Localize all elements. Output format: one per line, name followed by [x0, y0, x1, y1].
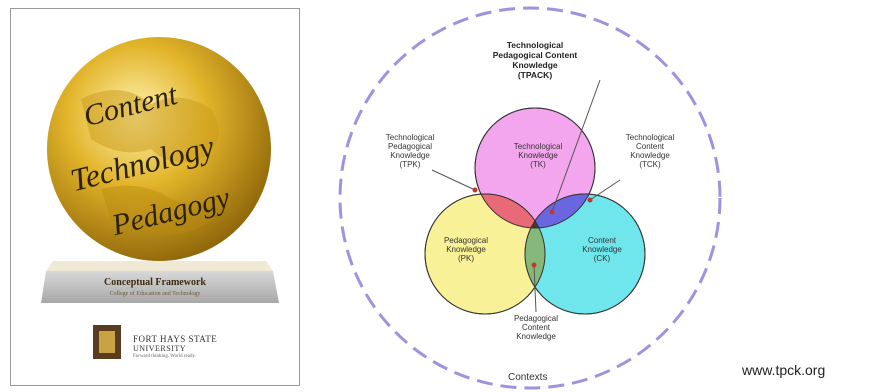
- cover-subtitle: College of Education and Technology: [109, 291, 201, 297]
- tpk-label: Technological Pedagogical Knowledge (TPK…: [370, 133, 450, 169]
- tpk-pointer-line: [431, 169, 476, 191]
- tpk-label-line4: (TPK): [399, 160, 421, 169]
- tck-overlap: [525, 194, 595, 228]
- pck-label-line1: Pedagogical: [513, 314, 559, 323]
- university-tagline: Forward thinking. World ready.: [133, 354, 196, 359]
- pk-label: Pedagogical Knowledge (PK): [426, 236, 506, 263]
- tpack-label-line1: Technological: [506, 40, 564, 50]
- pk-label-line1: Pedagogical: [443, 236, 489, 245]
- tpack-pointer-line: [551, 79, 601, 213]
- tpack-label-line2: Pedagogical Content: [492, 50, 578, 60]
- pck-pointer-line: [533, 264, 537, 313]
- website-url: www.tpck.org: [742, 362, 826, 378]
- pk-label-line2: Knowledge: [446, 245, 486, 254]
- contexts-label: Contexts: [508, 372, 548, 383]
- tck-pointer-line: [589, 179, 621, 201]
- pck-label: Pedagogical Content Knowledge: [496, 314, 576, 341]
- university-name-line2: UNIVERSITY: [133, 344, 186, 353]
- tk-label: Technological Knowledge (TK): [498, 142, 578, 169]
- pck-label-line2: Content: [521, 323, 551, 332]
- tk-label-line3: (TK): [530, 160, 546, 169]
- tpack-label: Technological Pedagogical Content Knowle…: [480, 40, 590, 80]
- ck-label-line3: (CK): [593, 254, 611, 263]
- tpack-diagram: Technological Pedagogical Content Knowle…: [330, 0, 750, 392]
- tk-label-line1: Technological: [513, 142, 563, 151]
- tpk-overlap: [475, 194, 545, 228]
- pck-label-line3: Knowledge: [516, 332, 556, 341]
- pk-label-line3: (PK): [458, 254, 474, 263]
- ck-label: Content Knowledge (CK): [562, 236, 642, 263]
- tck-label-line1: Technological: [625, 133, 675, 142]
- conceptual-framework-cover: Content Technology Pedagogy Conceptual F…: [10, 8, 300, 386]
- tpk-label-line3: Knowledge: [390, 151, 430, 160]
- university-name-line1: FORT HAYS STATE: [133, 334, 218, 344]
- ck-label-line1: Content: [587, 236, 617, 245]
- tk-label-line2: Knowledge: [518, 151, 558, 160]
- tpk-label-line1: Technological: [385, 133, 435, 142]
- cover-title: Conceptual Framework: [104, 277, 206, 288]
- ck-label-line2: Knowledge: [582, 245, 622, 254]
- tck-label-line4: (TCK): [639, 160, 661, 169]
- tck-label-line2: Content: [635, 142, 665, 151]
- tck-label-line3: Knowledge: [630, 151, 670, 160]
- tpk-label-line2: Pedagogical: [387, 142, 433, 151]
- tpack-label-line4: (TPACK): [517, 70, 553, 80]
- contexts-dashed-circle: [338, 6, 722, 390]
- globe-trophy-graphic: [41, 37, 279, 359]
- tck-label: Technological Content Knowledge (TCK): [610, 133, 690, 169]
- university-name: FORT HAYS STATE UNIVERSITY: [133, 334, 217, 353]
- tpack-label-line3: Knowledge: [512, 60, 558, 70]
